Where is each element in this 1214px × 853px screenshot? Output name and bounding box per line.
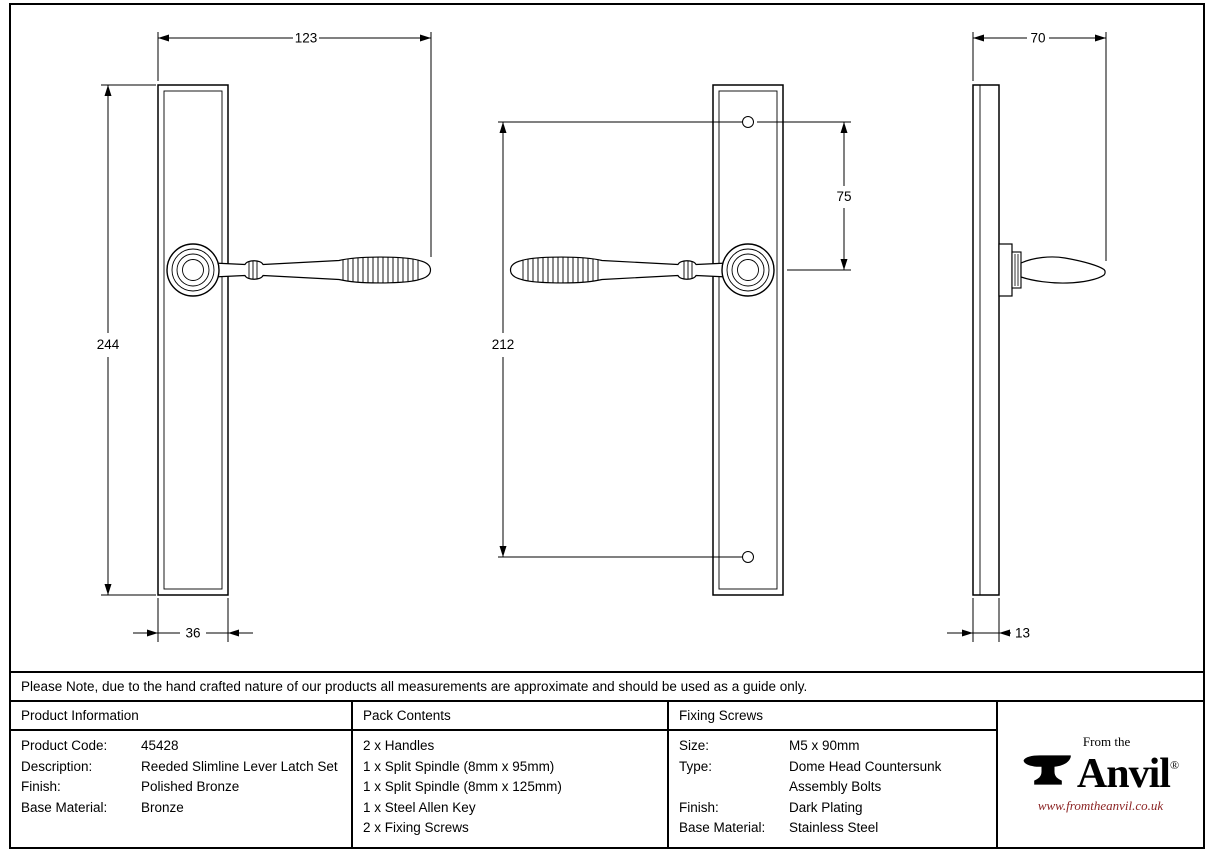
product-code-value: 45428 <box>141 738 179 753</box>
table-row: Product Code: 45428 <box>21 736 343 757</box>
screw-finish-label: Finish: <box>679 799 719 815</box>
table-row: Base Material: Stainless Steel <box>679 818 988 839</box>
brand-name-text: Anvil <box>1076 751 1171 797</box>
dim-screw-centres: 212 <box>492 337 515 352</box>
screw-finish-value: Dark Plating <box>789 799 863 815</box>
top-screw-hole <box>742 116 754 128</box>
type-continuation-label <box>679 777 789 798</box>
table-row: Description: Reeded Slimline Lever Latch… <box>21 757 343 778</box>
table-row: Type: Dome Head Countersunk <box>679 757 988 778</box>
backplate-front-inner-edge <box>163 90 223 590</box>
size-label: Size: <box>679 738 710 753</box>
backplate-front <box>157 84 229 596</box>
technical-drawing: 123 244 36 212 75 70 13 <box>97 31 1107 642</box>
dim-front-plate-height: 244 <box>97 337 120 352</box>
bottom-screw-hole <box>742 551 754 563</box>
base-material-value: Bronze <box>141 799 184 815</box>
type-value: Dome Head Countersunk <box>789 758 942 774</box>
type-label: Type: <box>679 758 713 774</box>
table-row: Size: M5 x 90mm <box>679 736 988 757</box>
side-profile-drawing <box>972 84 1106 596</box>
description-value: Reeded Slimline Lever Latch Set <box>141 758 338 774</box>
dim-side-projection: 70 <box>1030 31 1045 46</box>
backplate-rear-inner-edge <box>718 90 778 590</box>
note-text: Please Note, due to the hand crafted nat… <box>21 679 808 694</box>
brand-logo: From the Anvil® www.fromtheanvil.co.uk <box>1022 735 1179 814</box>
brand-pre-text: From the <box>1082 734 1131 749</box>
type-continuation-value: Assembly Bolts <box>789 779 882 794</box>
lever-handle-rear <box>509 243 775 297</box>
screw-base-material-label: Base Material: <box>679 820 766 835</box>
front-view-drawing <box>157 84 432 596</box>
pack-item: 1 x Split Spindle (8mm x 125mm) <box>363 779 562 794</box>
description-label: Description: <box>21 758 93 774</box>
measurement-note: Please Note, due to the hand crafted nat… <box>11 671 1203 702</box>
product-information-cell: Product Code: 45428 Description: Reeded … <box>11 731 353 847</box>
pack-contents-header: Pack Contents <box>353 702 669 731</box>
brand-website: www.fromtheanvil.co.uk <box>1037 798 1164 813</box>
backplate-side <box>972 84 1000 596</box>
finish-value: Polished Bronze <box>141 779 240 794</box>
finish-label: Finish: <box>21 779 61 794</box>
registered-mark: ® <box>1169 758 1180 772</box>
rose-collar-side <box>1011 251 1022 289</box>
fixing-screws-header: Fixing Screws <box>669 702 998 731</box>
pack-item: 2 x Handles <box>363 738 435 753</box>
lever-handle-side <box>1020 256 1106 284</box>
brand-logo-cell: From the Anvil® www.fromtheanvil.co.uk <box>998 702 1203 847</box>
pack-item: 1 x Steel Allen Key <box>363 799 476 815</box>
screw-base-material-value: Stainless Steel <box>789 820 879 835</box>
base-material-label: Base Material: <box>21 799 108 815</box>
rose-side <box>998 243 1013 297</box>
logo-row: From the Anvil® <box>1022 734 1180 795</box>
backplate-rear <box>712 84 784 596</box>
table-row: Finish: Dark Plating <box>679 798 988 819</box>
fixing-screws-cell: Size: M5 x 90mm Type: Dome Head Counters… <box>669 731 998 847</box>
logo-words: From the Anvil® <box>1077 734 1180 795</box>
table-row: Base Material: Bronze <box>21 798 343 819</box>
dim-front-plate-width: 36 <box>185 626 200 641</box>
table-row: Finish: Polished Bronze <box>21 777 343 798</box>
size-value: M5 x 90mm <box>789 738 860 753</box>
product-code-label: Product Code: <box>21 738 108 753</box>
lever-handle-front <box>166 243 432 297</box>
pack-contents-cell: 2 x Handles 1 x Split Spindle (8mm x 95m… <box>353 731 669 847</box>
dimension-lines <box>101 32 1107 642</box>
dim-front-total-width: 123 <box>295 31 318 46</box>
pack-item: 1 x Split Spindle (8mm x 95mm) <box>363 758 555 774</box>
table-row: Assembly Bolts <box>679 777 988 798</box>
page-frame: 123 244 36 212 75 70 13 Please Note, due… <box>9 3 1205 849</box>
dimension-labels: 123 244 36 212 75 70 13 <box>97 31 1046 641</box>
brand-name: Anvil® <box>1077 748 1180 795</box>
anvil-icon <box>1023 755 1071 785</box>
dim-screw-to-lever: 75 <box>836 189 851 204</box>
product-information-header: Product Information <box>11 702 353 731</box>
dim-side-thickness: 13 <box>1015 626 1030 641</box>
spec-table: Product Information Pack Contents Fixing… <box>11 702 1203 847</box>
rear-view-drawing <box>509 84 784 596</box>
pack-item: 2 x Fixing Screws <box>363 820 469 835</box>
